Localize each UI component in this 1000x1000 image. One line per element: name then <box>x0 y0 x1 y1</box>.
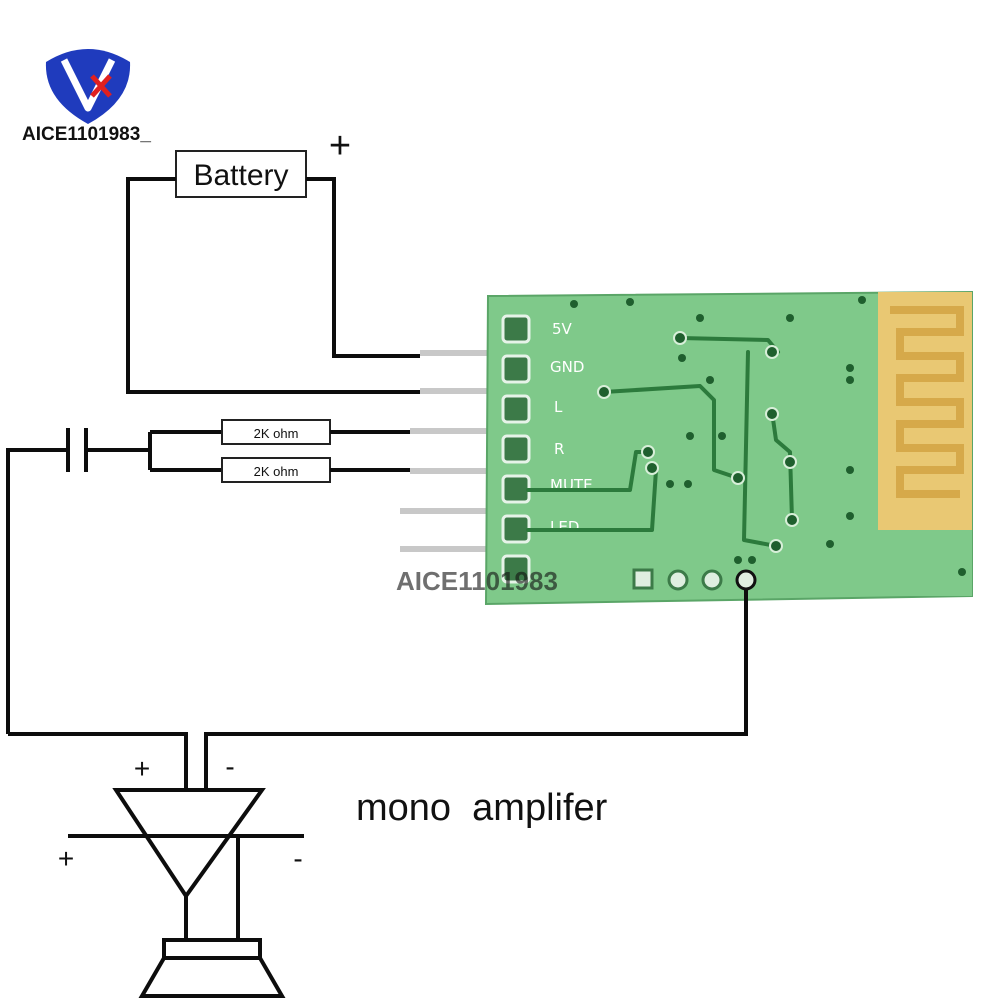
pin-pad <box>501 394 531 424</box>
resistor-bottom-label: 2K ohm <box>254 464 299 479</box>
amp-triangle <box>112 788 266 900</box>
pcb-trace <box>526 468 658 532</box>
header-pins <box>400 350 500 552</box>
pcb-via <box>769 539 783 553</box>
pcb-square-pad <box>632 568 654 590</box>
wire-battery-plus <box>306 177 420 358</box>
wire-capacitor-left <box>6 448 66 734</box>
pin-pad <box>501 554 531 584</box>
pin-pad <box>501 514 531 544</box>
pcb-round-pad <box>701 569 723 591</box>
amp-in-plus-label: + <box>134 753 150 784</box>
amplifier-symbol: + - + - mono amplifer <box>58 751 608 940</box>
pcb-trace <box>742 350 778 548</box>
pcb-via <box>765 407 779 421</box>
logo-v-mark <box>60 58 116 112</box>
resistor-top-label: 2K ohm <box>254 426 299 441</box>
pin-label-5v: 5V <box>552 320 573 338</box>
pcb-trace <box>602 384 740 480</box>
pin-pad <box>501 434 531 464</box>
wire-amp-plus <box>8 732 188 790</box>
pcb-round-pad <box>667 569 689 591</box>
pin-pad <box>501 474 531 504</box>
speaker-icon <box>138 938 286 998</box>
bluetooth-module: 5V GND L R MUTE LED <box>396 290 973 606</box>
wire-amp-minus <box>204 590 748 790</box>
pcb-round-pad <box>735 569 757 591</box>
pcb-via <box>765 345 779 359</box>
logo-text: AICE1101983_ <box>22 124 151 145</box>
pin-pad <box>501 314 531 344</box>
battery-group: Battery + <box>175 125 351 198</box>
pin-label-l: L <box>554 398 563 416</box>
brand-logo: AICE1101983_ <box>22 49 151 145</box>
pin-label-led: LED <box>550 518 579 536</box>
pcb-trace <box>770 410 794 522</box>
pcb-via <box>597 385 611 399</box>
battery-box <box>175 150 307 198</box>
pin-pad <box>501 354 531 384</box>
pin-label-r: R <box>554 440 564 458</box>
antenna-meander <box>890 306 964 498</box>
pcb-via <box>783 455 797 469</box>
battery-label: Battery <box>193 159 288 192</box>
amp-power-plus-label: + <box>58 843 74 874</box>
wire-battery-minus <box>126 177 420 394</box>
battery-plus-sign: + <box>329 125 351 167</box>
pcb-via <box>645 461 659 475</box>
amp-in-minus-label: - <box>225 751 234 782</box>
pcb-via <box>731 471 745 485</box>
input-network: 2K ohm 2K ohm <box>6 419 410 734</box>
pin-label-gnd: GND <box>550 358 584 376</box>
board-watermark: AICE1101983 <box>396 566 558 596</box>
pcb-via <box>641 445 655 459</box>
amp-power-minus-label: - <box>293 843 302 874</box>
logo-shield-icon <box>45 49 131 124</box>
pcb-via <box>673 331 687 345</box>
logo-x-mark <box>90 74 112 98</box>
resistor-bottom <box>221 457 331 483</box>
pcb-via <box>785 513 799 527</box>
amp-caption: mono amplifer <box>356 787 608 829</box>
